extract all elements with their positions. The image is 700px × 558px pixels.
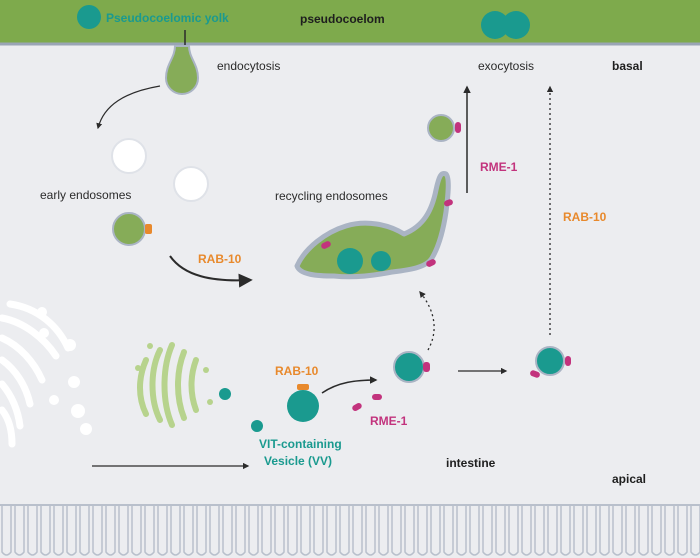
rme1-marker <box>530 370 540 378</box>
yolk-particle-icon <box>77 5 101 29</box>
endocytosis-to-early-arrow <box>96 85 161 130</box>
apical-label: apical <box>612 472 646 486</box>
intestine-label: intestine <box>446 456 496 470</box>
rme1-marker <box>565 356 571 366</box>
vv-label-line1: VIT-containing <box>259 437 342 451</box>
rme1-marker <box>455 122 461 133</box>
pseudocoelom-label: pseudocoelom <box>300 12 385 26</box>
rme1-marker <box>444 199 453 207</box>
rme1-lower-label: RME-1 <box>370 414 408 428</box>
rme1-marker <box>372 394 382 400</box>
rme1-upper-label: RME-1 <box>480 160 518 174</box>
apical-microvilli <box>0 504 700 556</box>
early-endosome <box>173 166 209 202</box>
to-recycling-dotted-arrow <box>419 290 435 351</box>
pseudocoelom-band <box>0 0 700 44</box>
rme1-marker <box>426 259 436 267</box>
vit-containing-vesicle <box>287 390 319 422</box>
early-to-recycling-arrow <box>169 255 253 288</box>
endocytosis-label: endocytosis <box>217 59 280 73</box>
rab10-marker <box>297 384 309 390</box>
er-vesicles <box>37 307 92 435</box>
endoplasmic-reticulum <box>0 300 72 448</box>
cytoplasm-background <box>0 40 700 558</box>
recycling-endosome-yolk <box>337 248 363 274</box>
recycling-endosomes-label: recycling endosomes <box>275 189 388 203</box>
vv-forward-arrow <box>321 376 378 394</box>
rme1-marker <box>321 241 331 249</box>
pseudocoelomic-yolk-label: Pseudocoelomic yolk <box>106 11 229 25</box>
rab10-right-label: RAB-10 <box>563 210 607 224</box>
early-endosome-yolk <box>112 212 146 246</box>
small-vv <box>251 420 263 432</box>
golgi-vesicles <box>135 343 213 405</box>
recycling-endosome <box>294 171 451 280</box>
basal-label: basal <box>612 59 643 73</box>
early-endosomes-label: early endosomes <box>40 188 131 202</box>
vv-label-line2: Vesicle (VV) <box>264 454 332 468</box>
exocytic-vesicle <box>427 114 455 142</box>
rme1-vesicle <box>393 351 425 383</box>
small-vv <box>219 388 231 400</box>
rme1-marker <box>352 403 362 411</box>
golgi-apparatus <box>137 342 199 428</box>
exocytosis-label: exocytosis <box>478 59 534 73</box>
rab10-lower-label: RAB-10 <box>275 364 319 378</box>
rme1-marker <box>423 362 430 372</box>
endocytic-vesicle <box>164 45 200 95</box>
rab10-marker <box>145 224 152 234</box>
direct-exocytosis-vesicle <box>535 346 565 376</box>
exocytosed-yolk-icon <box>502 11 530 39</box>
recycling-endosome-yolk <box>371 251 391 271</box>
rab10-upper-label: RAB-10 <box>198 252 242 266</box>
exocytosed-yolk-icon <box>481 11 509 39</box>
early-endosome <box>111 138 147 174</box>
